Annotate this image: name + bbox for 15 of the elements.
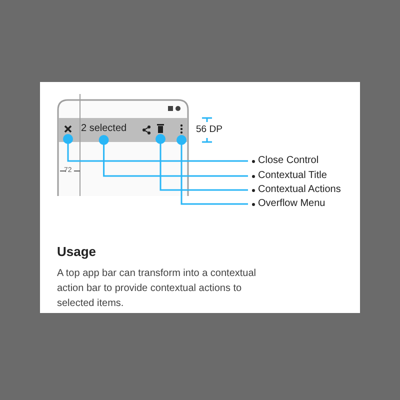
callout-label: Contextual Actions: [258, 185, 341, 195]
leader-line: [156, 134, 248, 191]
overflow-menu-icon: [180, 124, 183, 134]
callout-label: Overflow Menu: [258, 199, 326, 209]
app-bar-title: 2 selected: [81, 124, 127, 134]
leader-line: [176, 135, 248, 205]
leader-line: [63, 134, 248, 162]
paragraph: A top app bar can transform into a contextual action bar to provide contextual actions to selected items.: [57, 267, 257, 311]
callout-label: Close Control: [258, 156, 319, 166]
dimension-label: 56 DP: [196, 125, 222, 134]
delete-icon: [157, 124, 164, 133]
close-icon: [64, 125, 72, 133]
heading: Usage: [57, 244, 96, 259]
leader-line: [98, 135, 248, 177]
callout-label: Contextual Title: [258, 171, 327, 181]
